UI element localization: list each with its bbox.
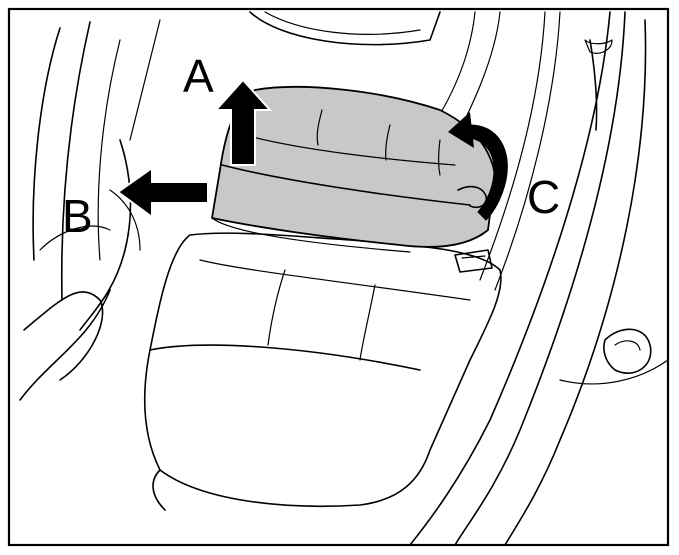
car-interior-linework bbox=[19, 11, 669, 546]
arrow-a-icon bbox=[213, 78, 273, 166]
arrow-c-icon bbox=[448, 112, 508, 221]
seat-cushion-body bbox=[211, 86, 496, 248]
label-b: B bbox=[62, 190, 93, 242]
arrow-b-icon bbox=[116, 166, 209, 219]
label-a: A bbox=[183, 50, 214, 102]
label-c: C bbox=[527, 171, 560, 223]
seat-cushion bbox=[211, 86, 496, 273]
